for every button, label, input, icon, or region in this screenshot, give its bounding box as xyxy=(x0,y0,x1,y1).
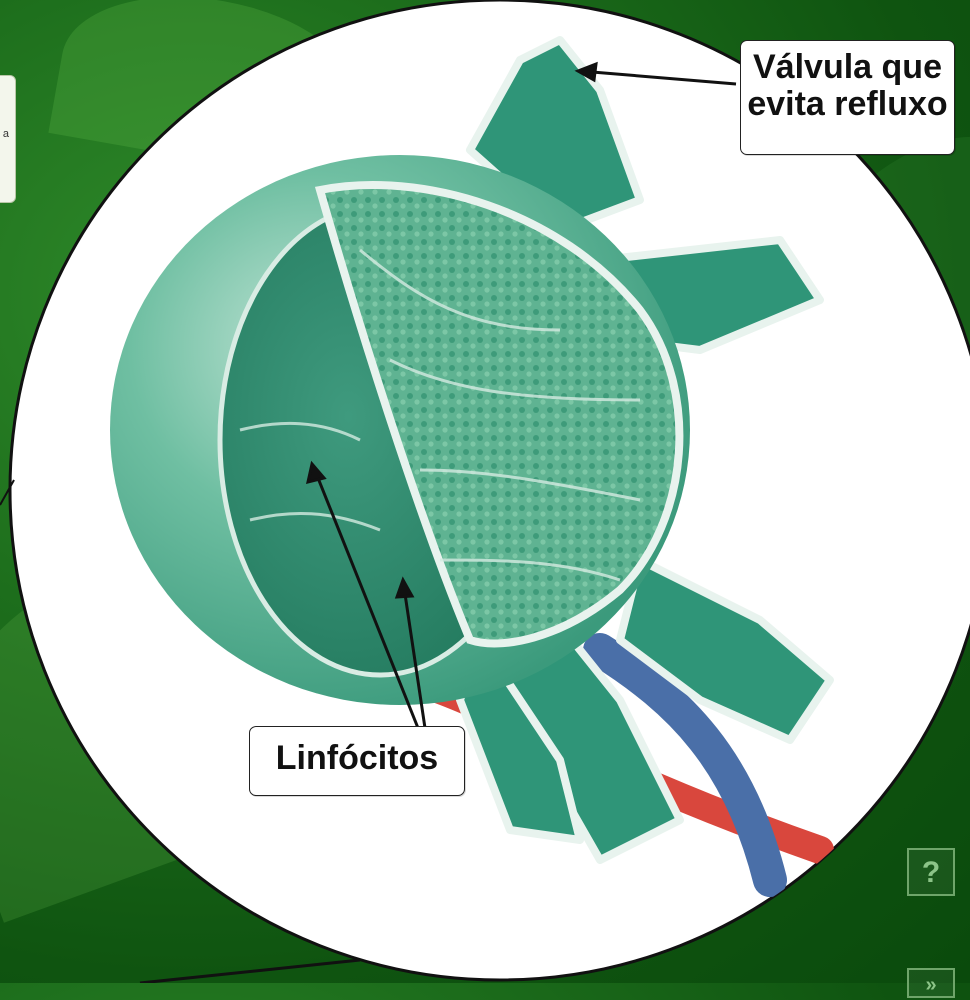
next-button[interactable]: » xyxy=(907,968,955,998)
magnifier-tail xyxy=(140,960,360,983)
valve-label-line1: Válvula que xyxy=(741,49,954,86)
lymphocytes-label: Linfócitos xyxy=(249,726,465,796)
valve-label-line2: evita refluxo xyxy=(741,86,954,123)
help-button[interactable]: ? xyxy=(907,848,955,896)
valve-label: Válvula que evita refluxo xyxy=(740,40,955,155)
